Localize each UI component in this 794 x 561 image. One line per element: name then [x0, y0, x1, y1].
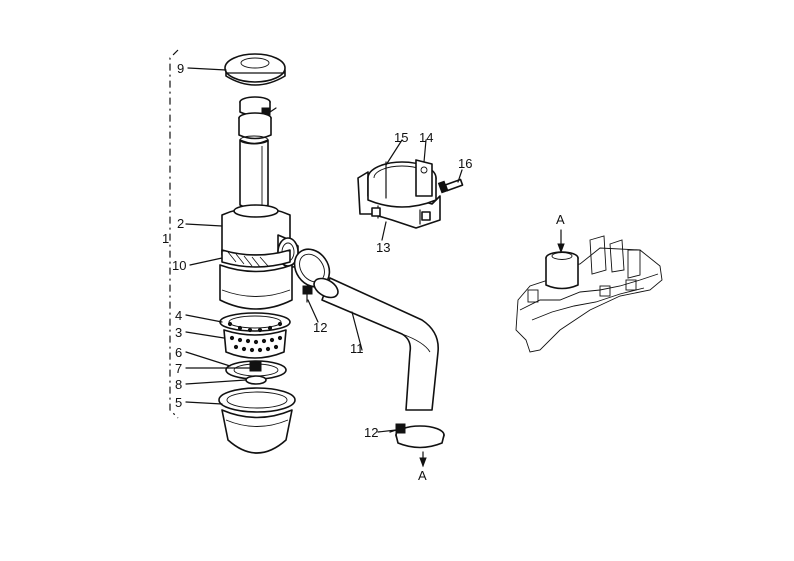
- part-9-top-cap: [224, 53, 286, 86]
- riser-pipe: [239, 135, 269, 210]
- callout-ref-a-engine: A: [556, 212, 565, 227]
- callout-2: 2: [177, 216, 184, 231]
- callout-3: 3: [175, 325, 182, 340]
- part-3-perforated-element: [223, 321, 287, 359]
- part-2-filter-body: [221, 204, 299, 269]
- callout-8: 8: [175, 377, 182, 392]
- connector-tube: [238, 112, 272, 140]
- callout-15: 15: [394, 130, 408, 145]
- part-5-oil-bowl: [218, 387, 296, 454]
- part-14-clamp-lug: [415, 159, 433, 197]
- callout-7: 7: [175, 361, 182, 376]
- callout-16: 16: [458, 156, 472, 171]
- callout-ref-a-clamp: A: [418, 468, 427, 483]
- part-11-intake-hose: [313, 277, 439, 411]
- callout-10: 10: [172, 258, 186, 273]
- callout-14: 14: [419, 130, 433, 145]
- callout-5: 5: [175, 395, 182, 410]
- callout-9: 9: [177, 61, 184, 76]
- leader-lines: [185, 67, 463, 468]
- engine-detail-view: [515, 229, 663, 353]
- assembly-bracket: [169, 49, 179, 419]
- callout-11: 11: [350, 341, 364, 356]
- callout-13: 13: [376, 240, 390, 255]
- callout-1: 1: [162, 231, 169, 246]
- part-16-screw: [437, 178, 464, 194]
- part-12-hose-clamp-lower: [389, 423, 445, 449]
- part-10-seal-band: [221, 249, 291, 268]
- part-7-nut: [249, 361, 262, 372]
- callout-labels: 1 2 3 4 5 6 7 8 9 10 11 12 12 13 14 15 1…: [162, 61, 565, 483]
- callout-6: 6: [175, 345, 182, 360]
- filter-housing: [219, 264, 293, 310]
- callout-12-upper: 12: [313, 320, 327, 335]
- part-8-washer: [245, 375, 267, 385]
- callout-12-lower: 12: [364, 425, 378, 440]
- callout-4: 4: [175, 308, 182, 323]
